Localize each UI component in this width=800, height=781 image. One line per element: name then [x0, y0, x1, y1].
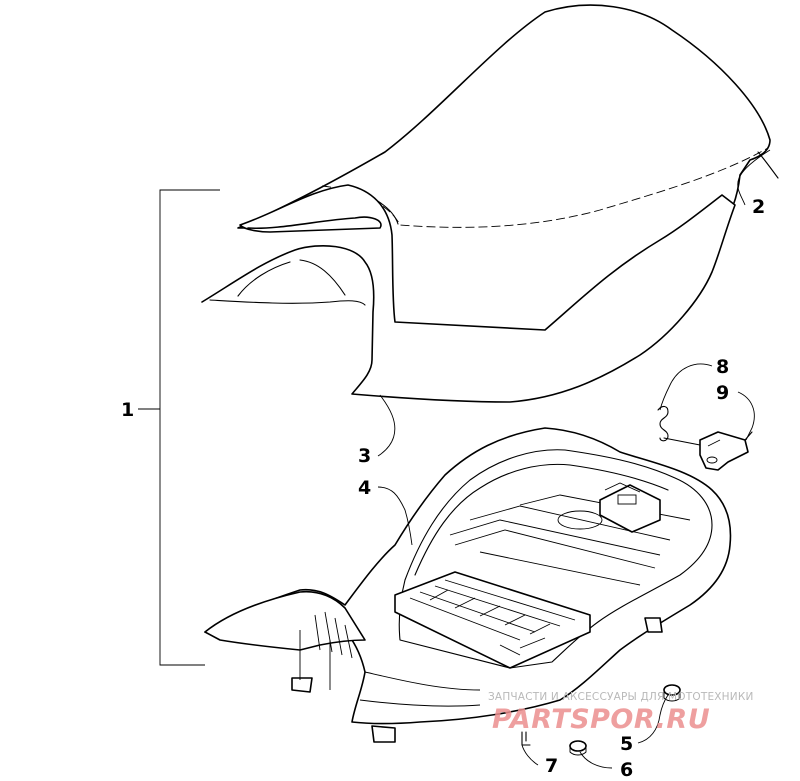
callout-1: 1 — [121, 399, 134, 421]
callout-9: 9 — [716, 382, 729, 404]
callout-7: 7 — [545, 755, 558, 777]
seat-base — [204, 427, 732, 743]
callout-5: 5 — [620, 733, 633, 755]
callout-8: 8 — [716, 356, 729, 378]
watermark-brand: PARTSPOR.RU — [492, 704, 710, 735]
watermark-tagline: ЗАПЧАСТИ И АКСЕССУАРЫ ДЛЯ МОТОТЕХНИКИ — [488, 691, 754, 703]
latch-spring-and-bracket — [657, 405, 753, 471]
callout-4: 4 — [358, 477, 371, 499]
watermark: ЗАПЧАСТИ И АКСЕССУАРЫ ДЛЯ МОТОТЕХНИКИ PA… — [488, 691, 754, 735]
callout-6: 6 — [620, 759, 633, 781]
callout-numbers: 1 2 3 4 5 6 7 8 9 — [121, 196, 765, 781]
seat-foam — [201, 184, 736, 403]
callout-3: 3 — [358, 445, 371, 467]
callout-2: 2 — [752, 196, 765, 218]
grommet-5 — [663, 684, 681, 702]
grommet-6 — [569, 740, 587, 756]
leader-lines — [138, 149, 771, 769]
